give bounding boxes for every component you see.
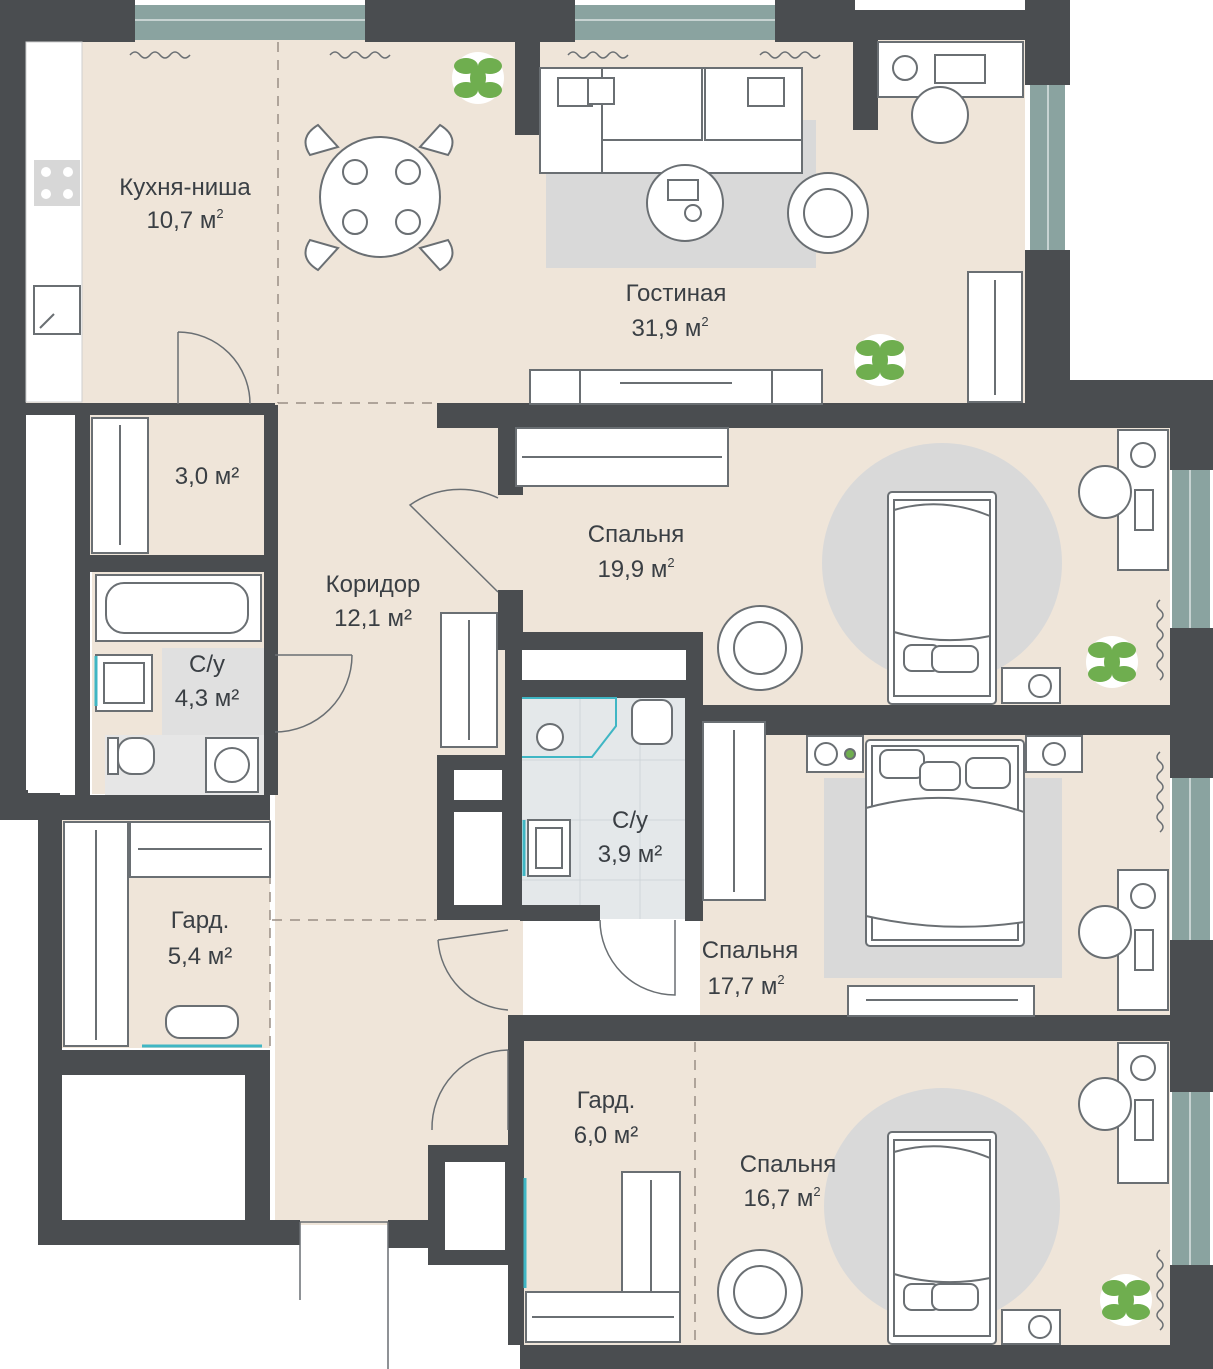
bedroom2-console — [847, 985, 1035, 1017]
window — [135, 5, 365, 40]
doors — [177, 331, 676, 1369]
living-area: 31,9 м2 — [631, 314, 708, 342]
bed2 — [865, 739, 1025, 947]
corridor-name: Коридор — [326, 571, 421, 598]
bath2-name: С/у — [612, 807, 648, 834]
bedroom3-area: 16,7 м2 — [743, 1184, 820, 1212]
wall-insets — [28, 418, 686, 1250]
bed3 — [887, 1131, 997, 1345]
bedroom3-armchair — [717, 1249, 803, 1335]
bedroom3-name: Спальня — [740, 1151, 836, 1178]
plant-icon — [452, 52, 504, 104]
bathtub — [95, 574, 262, 642]
closets — [63, 417, 766, 1343]
bath2-fixtures — [527, 699, 673, 877]
bedroom2-area: 17,7 м2 — [707, 972, 784, 1000]
bath2-area: 3,9 м² — [598, 841, 663, 868]
sofa — [539, 67, 803, 174]
toilet-icon — [107, 737, 155, 775]
bedroom1-desk — [1078, 429, 1169, 571]
coffee-table — [646, 164, 724, 242]
wardrobe1-name: Гард. — [171, 907, 229, 934]
bed1 — [887, 491, 997, 705]
kitchen-area: 10,7 м2 — [146, 206, 223, 234]
plant-icon — [1086, 636, 1138, 688]
living-name: Гостиная — [626, 280, 727, 307]
desk-top-right — [877, 41, 1024, 144]
window — [575, 5, 775, 40]
living-wardrobe — [967, 271, 1023, 403]
bedroom1-armchair — [717, 605, 803, 691]
bench — [142, 1005, 262, 1048]
bath1-name: С/у — [189, 651, 225, 678]
storage-area: 3,0 м² — [175, 463, 240, 490]
washing-machine — [205, 737, 259, 793]
bedroom1-name: Спальня — [588, 521, 684, 548]
dining-table — [304, 123, 454, 272]
bedroom1-area: 19,9 м2 — [597, 555, 674, 583]
window-lines — [135, 19, 1191, 1265]
room-labels: Кухня-ниша 10,7 м2 Гостиная 31,9 м2 3,0 … — [119, 174, 836, 1212]
stove-icon — [34, 160, 80, 206]
shower — [522, 697, 617, 758]
kitchen-name: Кухня-ниша — [119, 174, 251, 201]
bedroom2-name: Спальня — [702, 937, 798, 964]
wardrobe1-area: 5,4 м² — [168, 943, 233, 970]
corridor-area: 12,1 м² — [334, 605, 412, 632]
armchair — [787, 172, 869, 254]
plant-icon — [854, 334, 906, 386]
floor-corridor-lower — [275, 920, 523, 1040]
bedroom2-desk — [1078, 869, 1169, 1011]
nightstand — [1001, 667, 1061, 704]
bath1-area: 4,3 м² — [175, 685, 240, 712]
plant-icon — [1100, 1274, 1152, 1326]
bath1-sink — [95, 654, 153, 712]
plants — [452, 52, 1152, 1326]
tv-console — [529, 369, 823, 405]
wardrobe2-area: 6,0 м² — [574, 1122, 639, 1149]
kitchen-counter — [25, 41, 83, 403]
bedroom2-nightstands — [806, 735, 1083, 773]
bedroom3-nightstand — [1001, 1309, 1061, 1345]
bedroom3-desk — [1078, 1042, 1169, 1184]
wardrobe2-name: Гард. — [577, 1087, 635, 1114]
